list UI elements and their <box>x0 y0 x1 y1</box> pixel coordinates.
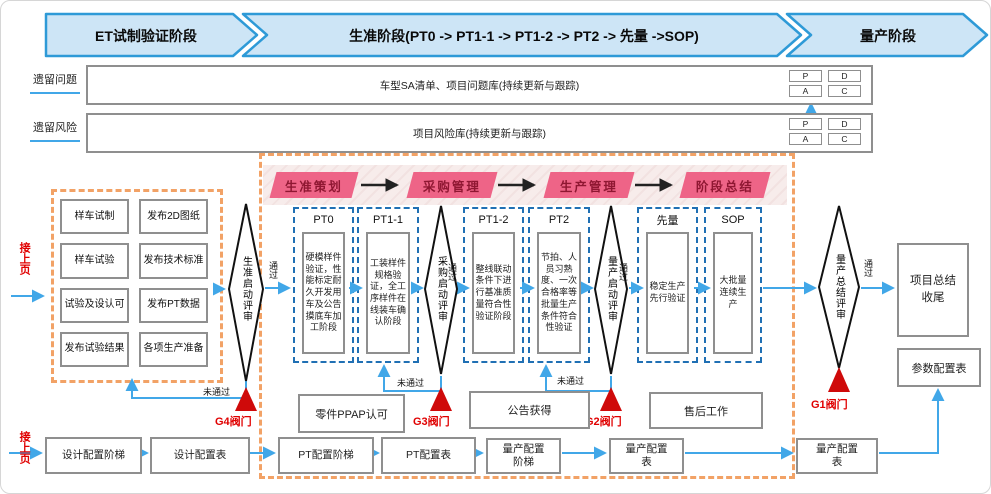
gate-g1-triangle <box>828 367 850 392</box>
prev-page-bottom: 接上页 <box>18 431 31 464</box>
pdca-a: A <box>789 133 822 145</box>
pdca-a: A <box>789 85 822 97</box>
box-ppap-approval: 零件PPAP认可 <box>298 394 405 433</box>
fail-loop-review2 <box>377 364 442 392</box>
review-diamonds <box>227 203 861 382</box>
box-design-config-ladder: 设计配置阶梯 <box>45 437 142 474</box>
gate-g1-label: G1阀门 <box>811 399 848 411</box>
box-design-config-table: 设计配置表 <box>150 437 250 474</box>
stage-pt2-desc: 节拍、人员习熟度、一次合格率等批量生产条件符合性验证 <box>537 232 581 354</box>
tracker-issues-label: 遗留问题 <box>30 70 80 94</box>
review-diamond-shengzhun <box>227 203 265 382</box>
fail-label-3: 未通过 <box>557 376 585 386</box>
banner-stage-et: ET试制验证阶段 <box>95 27 197 44</box>
task-test-approval: 试验及设认可 <box>60 287 129 323</box>
review-diamond-caigou <box>423 205 459 375</box>
box-project-closure: 项目总结收尾 <box>897 243 969 337</box>
task-sample-build: 样车试制 <box>60 199 129 235</box>
blue-connectors <box>9 102 945 460</box>
main-phase-dashed-frame <box>259 153 795 479</box>
pdca-d: D <box>828 70 861 82</box>
stage-pt1-2-title: PT1-2 <box>478 214 509 226</box>
pass-label-4: 通过 <box>863 259 873 277</box>
banner-stage-shengzhun: 生准阶段(PT0 -> PT1-1 -> PT1-2 -> PT2 -> 先量 … <box>349 27 699 44</box>
tracker-issues-box: 车型SA清单、项目问题库(持续更新与跟踪) P D A C <box>86 65 873 105</box>
banner-chevron-shengzhun <box>241 12 803 58</box>
tracker-risks-pdca: P D A C <box>789 118 861 145</box>
stage-pt0: PT0 硬模样件验证，性能标定耐久开发用车及公告摸底车加工阶段 <box>293 207 354 363</box>
tracker-issues-pdca: P D A C <box>789 70 861 97</box>
task-release-2d: 发布2D图纸 <box>139 199 208 235</box>
fail-label-2: 未通过 <box>397 378 425 388</box>
stage-pre-volume-desc: 稳定生产先行验证 <box>646 232 689 354</box>
stage-pt1-1-desc: 工装样件规格验证，全工序样件在线装车确认阶段 <box>366 232 410 354</box>
arrow-final-table-to-param <box>879 388 945 454</box>
stage-sop-desc: 大批量连续生产 <box>713 232 753 354</box>
gate-g3-label: G3阀门 <box>413 416 450 428</box>
review-shengzhun-label: 生准启动评审 <box>240 256 252 322</box>
box-aftersales: 售后工作 <box>649 392 763 429</box>
stage-pre-volume: 先量 稳定生产先行验证 <box>637 207 698 363</box>
box-mp-config-ladder: 量产配置阶梯 <box>486 438 561 474</box>
stage-pt1-1-title: PT1-1 <box>373 214 403 226</box>
box-pt-config-table: PT配置表 <box>381 437 476 474</box>
stage-pt1-2: PT1-2 整线联动条件下进行基准质量符合性验证阶段 <box>463 207 524 363</box>
banner-chevron-liangchan <box>785 12 989 58</box>
stage-sop: SOP 大批量连续生产 <box>704 207 762 363</box>
task-production-prep: 各项生产准备 <box>139 331 208 367</box>
banner-chevron-et <box>44 12 259 58</box>
box-mp-config-table: 量产配置表 <box>609 438 684 474</box>
box-mp-config-table-final: 量产配置表 <box>796 438 878 474</box>
box-parameter-table: 参数配置表 <box>897 348 981 387</box>
review-caigou-label: 采购启动评审 <box>435 256 447 322</box>
gate-g4-triangle <box>235 387 257 411</box>
gate-g2-label: G2阀门 <box>585 416 622 428</box>
et-task-group: 样车试制 发布2D图纸 样车试验 发布技术标准 试验及设认可 发布PT数据 发布… <box>51 189 217 377</box>
tracker-issues-text: 车型SA清单、项目问题库(持续更新与跟踪) <box>379 79 580 92</box>
fail-label-1: 未通过 <box>203 387 231 397</box>
box-pt-config-ladder: PT配置阶梯 <box>278 437 374 474</box>
stage-pt0-desc: 硬模样件验证，性能标定耐久开发用车及公告摸底车加工阶段 <box>302 232 345 354</box>
banner-stage-liangchan: 量产阶段 <box>860 27 916 44</box>
review-liangchan-start-label: 量产启动评审 <box>605 256 617 322</box>
stage-pt2-title: PT2 <box>548 214 570 226</box>
pdca-c: C <box>828 85 861 97</box>
pdca-p: P <box>789 118 822 130</box>
pass-label-1: 通过 <box>268 261 278 279</box>
stage-pt0-title: PT0 <box>313 214 334 226</box>
gate-g3-triangle <box>430 387 452 411</box>
box-announcement: 公告获得 <box>469 391 590 429</box>
task-sample-test: 样车试验 <box>60 243 129 279</box>
pass-label-3: 通过 <box>618 263 628 281</box>
stage-pt1-2-desc: 整线联动条件下进行基准质量符合性验证阶段 <box>472 232 515 354</box>
tracker-risks-box: 项目风险库(持续更新与跟踪) P D A C <box>86 113 873 153</box>
stage-pre-volume-title: 先量 <box>656 215 679 227</box>
pdca-d: D <box>828 118 861 130</box>
tracker-risks-label: 遗留风险 <box>30 118 80 142</box>
task-release-standards: 发布技术标准 <box>139 243 208 279</box>
task-release-pt-data: 发布PT数据 <box>139 287 208 323</box>
gate-g4-label: G4阀门 <box>215 416 252 428</box>
gate-triangles <box>235 367 850 411</box>
stage-sop-title: SOP <box>721 214 745 226</box>
review-liangchan-summary-label: 量产总结评审 <box>833 254 845 320</box>
pdca-c: C <box>828 133 861 145</box>
tracker-risks-text: 项目风险库(持续更新与跟踪) <box>413 127 546 140</box>
pass-label-2: 通过 <box>447 263 457 281</box>
task-release-results: 发布试验结果 <box>60 331 129 367</box>
review-diamond-liangchan-start <box>593 205 629 375</box>
prev-page-top: 接上页 <box>18 242 31 275</box>
pdca-p: P <box>789 70 822 82</box>
banner-chevrons <box>44 12 989 58</box>
gate-g2-triangle <box>600 387 622 411</box>
